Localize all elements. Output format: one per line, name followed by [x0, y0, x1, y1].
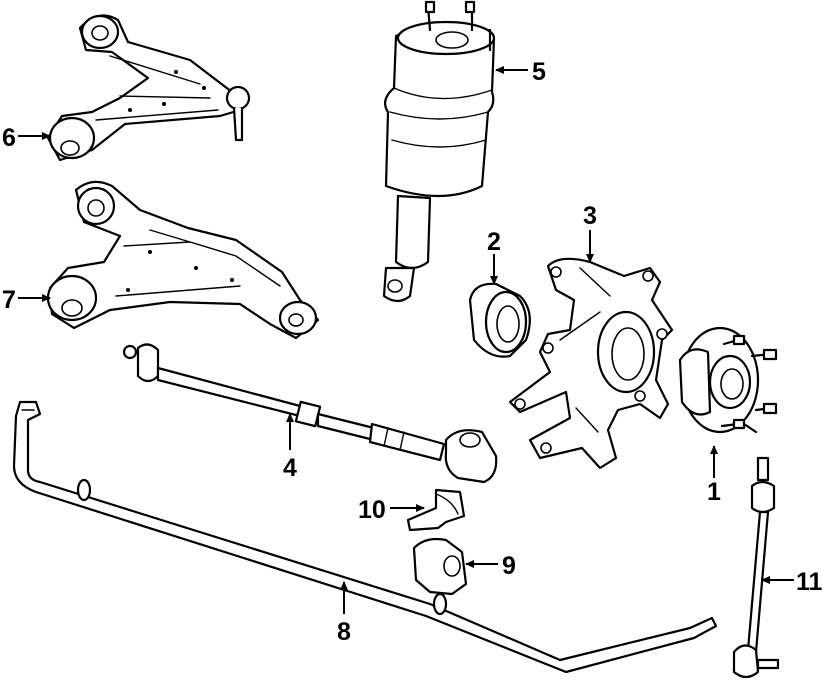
callout-6: 6 [2, 124, 51, 152]
callout-label-8: 8 [337, 618, 351, 646]
callout-9: 9 [465, 552, 516, 580]
callout-5: 5 [495, 58, 546, 86]
callout-8: 8 [337, 581, 351, 646]
callout-7: 7 [2, 286, 51, 314]
callout-label-7: 7 [2, 286, 16, 314]
lower-control-arm [46, 180, 320, 340]
callout-label-1: 1 [707, 478, 721, 506]
callout-label-11: 11 [796, 568, 823, 596]
callout-label-2: 2 [487, 228, 501, 256]
stabilizer-bushing [412, 537, 468, 596]
wheel-hub [678, 326, 778, 434]
callout-4: 4 [283, 413, 297, 482]
callout-label-5: 5 [532, 58, 546, 86]
air-spring-strut [382, 0, 496, 303]
callout-label-4: 4 [283, 454, 297, 482]
callout-label-9: 9 [502, 552, 516, 580]
wheel-bearing [468, 282, 531, 358]
upper-control-arm [46, 14, 251, 162]
steering-knuckle [508, 257, 674, 470]
toe-link [122, 343, 498, 484]
callout-2: 2 [487, 228, 501, 285]
bushing-bracket [406, 488, 466, 532]
callout-1: 1 [707, 445, 721, 506]
stabilizer-bar [12, 400, 718, 674]
stabilizer-link [732, 456, 780, 679]
callout-3: 3 [583, 202, 597, 263]
callout-label-10: 10 [358, 496, 386, 524]
callout-10: 10 [358, 496, 425, 524]
callout-label-3: 3 [583, 202, 597, 230]
callout-label-6: 6 [2, 124, 16, 152]
callout-11: 11 [761, 568, 823, 596]
